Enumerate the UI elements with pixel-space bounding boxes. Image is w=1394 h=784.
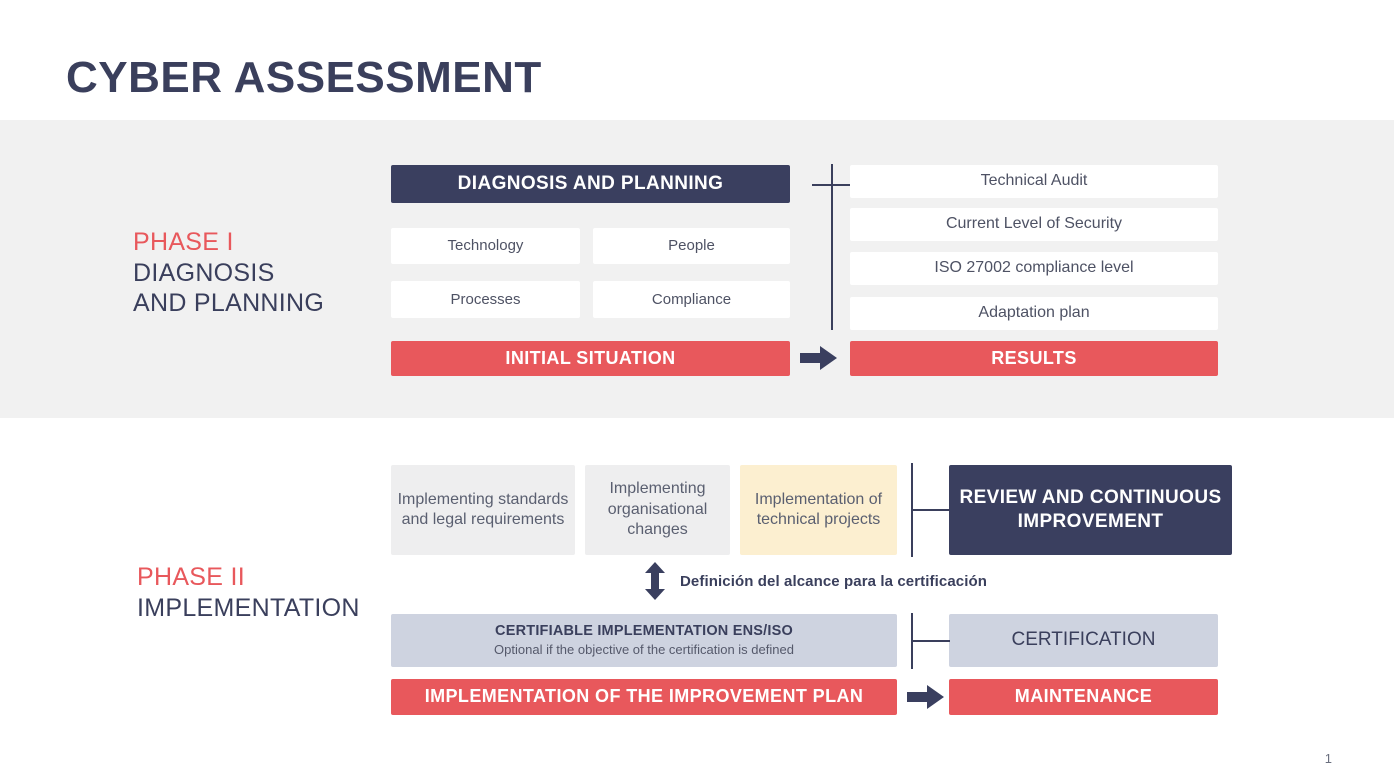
output-adaptation-plan[interactable]: Adaptation plan: [850, 297, 1218, 330]
phase-1-connector-horizontal-tick: [812, 184, 850, 186]
scope-definition-text: Definición del alcance para la certifica…: [680, 572, 988, 590]
results-bar[interactable]: RESULTS: [850, 341, 1218, 376]
phase-2-name: IMPLEMENTATION: [137, 593, 360, 622]
maintenance-bar[interactable]: MAINTENANCE: [949, 679, 1218, 715]
output-iso-27002-compliance-level[interactable]: ISO 27002 compliance level: [850, 252, 1218, 285]
phase-2-connector-horizontal-tick-bottom: [911, 640, 950, 642]
page-number: 1: [1324, 751, 1332, 766]
activity-implementing-standards[interactable]: Implementing standards and legal require…: [391, 465, 575, 555]
arrow-right-icon-phase-2: [907, 684, 945, 710]
page-title: CYBER ASSESSMENT: [66, 53, 542, 102]
phase-1-connector-vertical-line: [831, 164, 833, 330]
phase-2-number: PHASE II: [137, 563, 245, 591]
pillar-technology[interactable]: Technology: [391, 228, 580, 264]
implementation-of-improvement-plan-bar[interactable]: IMPLEMENTATION OF THE IMPROVEMENT PLAN: [391, 679, 897, 715]
output-current-level-of-security[interactable]: Current Level of Security: [850, 208, 1218, 241]
diagnosis-and-planning-header[interactable]: DIAGNOSIS AND PLANNING: [391, 165, 790, 203]
certifiable-implementation-box[interactable]: CERTIFIABLE IMPLEMENTATION ENS/ISO Optio…: [391, 614, 897, 667]
phase-2-connector-horizontal-tick-top: [911, 509, 950, 511]
pillar-processes[interactable]: Processes: [391, 281, 580, 318]
arrow-up-down-icon: [644, 562, 666, 600]
certifiable-implementation-subtitle: Optional if the objective of the certifi…: [494, 642, 794, 658]
certification-box[interactable]: CERTIFICATION: [949, 614, 1218, 667]
activity-implementing-organisational-changes[interactable]: Implementing organisational changes: [585, 465, 730, 555]
initial-situation-bar[interactable]: INITIAL SITUATION: [391, 341, 790, 376]
review-and-continuous-improvement-box[interactable]: REVIEW AND CONTINUOUS IMPROVEMENT: [949, 465, 1232, 555]
pillar-people[interactable]: People: [593, 228, 790, 264]
activity-implementation-of-technical-projects[interactable]: Implementation of technical projects: [740, 465, 897, 555]
scope-definition-note: Definición del alcance para la certifica…: [644, 562, 987, 600]
certifiable-implementation-title: CERTIFIABLE IMPLEMENTATION ENS/ISO: [495, 622, 793, 639]
phase-1-name-line-2: AND PLANNING: [133, 289, 325, 317]
phase-2-label: PHASE II IMPLEMENTATION: [137, 562, 360, 623]
output-technical-audit[interactable]: Technical Audit: [850, 165, 1218, 198]
phase-1-number: PHASE I: [133, 228, 234, 256]
pillar-compliance[interactable]: Compliance: [593, 281, 790, 318]
phase-1-name-line-1: DIAGNOSIS: [133, 258, 275, 287]
phase-1-label: PHASE I DIAGNOSIS AND PLANNING: [133, 227, 324, 319]
arrow-right-icon-phase-1: [800, 345, 838, 371]
